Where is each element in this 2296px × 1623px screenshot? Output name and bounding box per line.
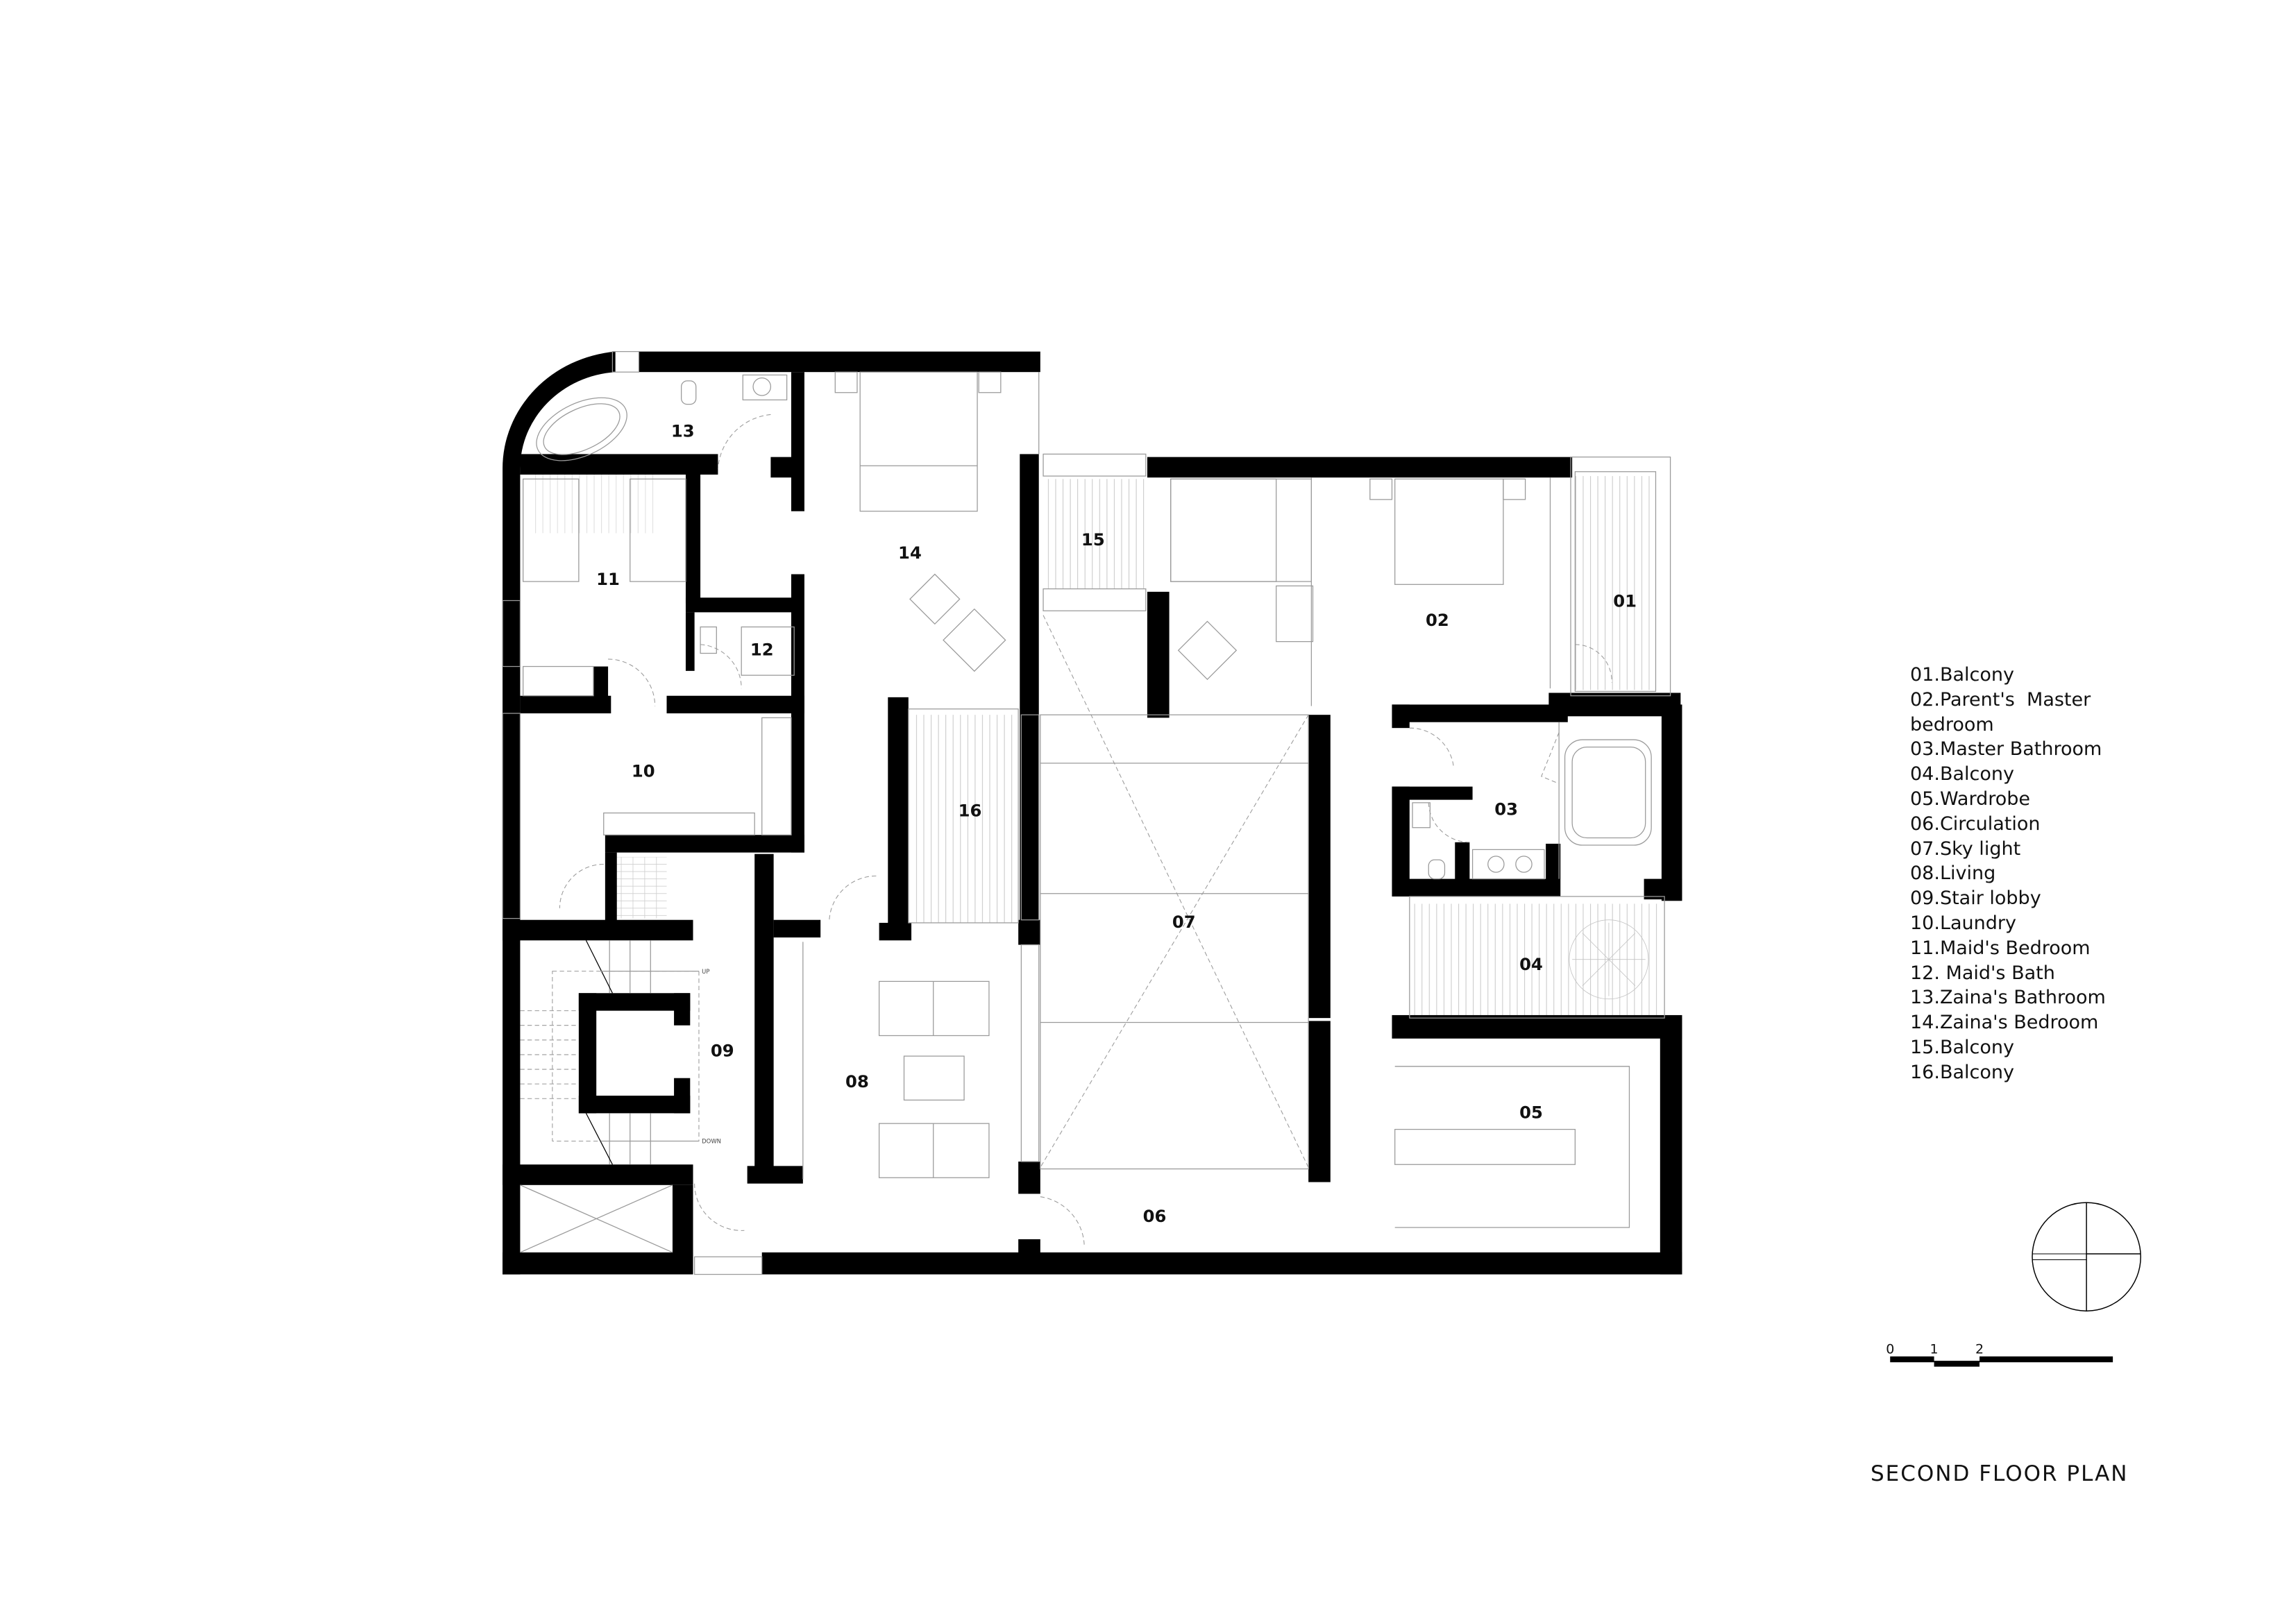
room-label-01: 01 [1613,591,1637,611]
balcony-hatching [532,457,1662,1015]
legend-item: 13.Zaina's Bathroom [1910,987,2106,1009]
room-label-11: 11 [596,569,620,589]
scale-tick-1: 1 [1930,1342,1939,1357]
room-label-15: 15 [1081,529,1105,550]
legend-item: 05.Wardrobe [1910,788,2030,810]
room-label-13: 13 [671,421,695,441]
room-label-16: 16 [959,801,982,821]
legend-item: 01.Balcony [1910,664,2014,686]
legend-item: 02.Parent's Master bedroom [1910,688,2097,736]
legend-item: 04.Balcony [1910,763,2014,785]
legend-item: 12. Maid's Bath [1910,962,2055,984]
room-label-10: 10 [632,761,655,781]
scale-tick-2: 2 [1975,1342,1984,1357]
legend-item: 14.Zaina's Bedroom [1910,1012,2099,1034]
stair-down-label: DOWN [702,1138,721,1145]
legend-item: 08.Living [1910,863,1996,885]
room-legend: 01.Balcony 02.Parent's Master bedroom 03… [1910,663,2160,1085]
compass-icon [2032,1202,2141,1312]
glazing-and-outlines: UP DOWN [502,351,1671,1275]
legend-item: 06.Circulation [1910,813,2041,835]
stair-up-label: UP [702,968,709,975]
legend-item: 03.Master Bathroom [1910,738,2102,760]
room-label-06: 06 [1143,1206,1167,1226]
scale-bar: 0 1 2 [1886,1342,2113,1367]
legend-item: 16.Balcony [1910,1061,2014,1083]
room-label-03: 03 [1494,799,1518,819]
legend-item: 11.Maid's Bedroom [1910,937,2091,959]
drawing-title: SECOND FLOOR PLAN [1871,1461,2129,1486]
room-label-09: 09 [711,1041,734,1061]
legend-item: 10.Laundry [1910,912,2016,934]
legend-item: 09.Stair lobby [1910,887,2041,910]
walls [503,351,1682,1275]
legend-item: 15.Balcony [1910,1036,2014,1058]
room-label-04: 04 [1519,954,1543,974]
legend-item: 07.Sky light [1910,838,2021,860]
room-label-07: 07 [1172,912,1196,932]
room-label-14: 14 [898,543,922,563]
room-label-02: 02 [1426,610,1449,630]
scale-tick-0: 0 [1886,1342,1894,1357]
room-label-12: 12 [750,639,774,659]
room-label-08: 08 [845,1071,869,1091]
room-label-05: 05 [1519,1102,1543,1122]
room-labels: 01 02 03 04 05 06 07 08 09 10 11 12 13 1… [596,421,1637,1227]
